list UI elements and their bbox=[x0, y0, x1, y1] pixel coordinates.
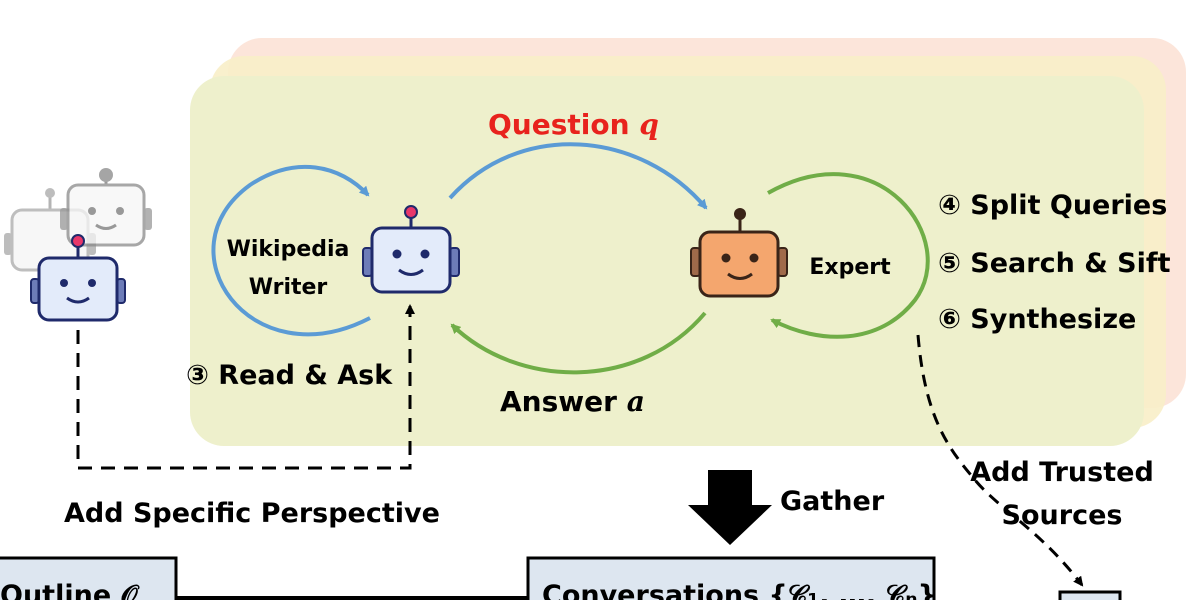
gather-arrow-icon bbox=[688, 470, 772, 545]
question-label: Question q bbox=[488, 108, 659, 141]
perspective-label: Add Specific Perspective bbox=[64, 498, 440, 529]
step-search-sift: ⑤ Search & Sift bbox=[938, 248, 1171, 279]
question-arrow bbox=[448, 142, 708, 210]
background-panels bbox=[190, 38, 1186, 446]
sources-box bbox=[1058, 590, 1122, 600]
step-split-queries: ④ Split Queries bbox=[938, 190, 1167, 221]
conversations-box bbox=[526, 556, 936, 600]
read-ask-label: ③ Read & Ask bbox=[186, 360, 393, 391]
answer-arrow bbox=[450, 311, 707, 375]
robot-crowd-icon bbox=[4, 168, 152, 322]
perspective-connector bbox=[76, 304, 415, 470]
outline-box bbox=[0, 556, 178, 600]
writer-label-line1: Wikipedia bbox=[227, 237, 350, 262]
robot-expert-icon bbox=[690, 208, 788, 298]
expert-loop-arrow bbox=[767, 172, 930, 339]
outline-label: Outline 𝒪 bbox=[0, 580, 141, 600]
trusted-sources-connector bbox=[916, 334, 1084, 587]
robot-writer-icon bbox=[362, 205, 460, 294]
writer-loop-arrow bbox=[211, 164, 371, 337]
step-synthesize: ⑥ Synthesize bbox=[938, 304, 1136, 335]
expert-label: Expert bbox=[809, 255, 891, 280]
trusted-label-line2: Sources bbox=[1002, 500, 1123, 531]
conversations-label: Conversations {𝒞₁, …, 𝒞ₙ} bbox=[542, 580, 937, 600]
answer-label: Answer a bbox=[500, 385, 645, 418]
gather-label: Gather bbox=[780, 486, 885, 517]
writer-label-line2: Writer bbox=[249, 275, 328, 300]
trusted-label-line1: Add Trusted bbox=[970, 457, 1154, 488]
